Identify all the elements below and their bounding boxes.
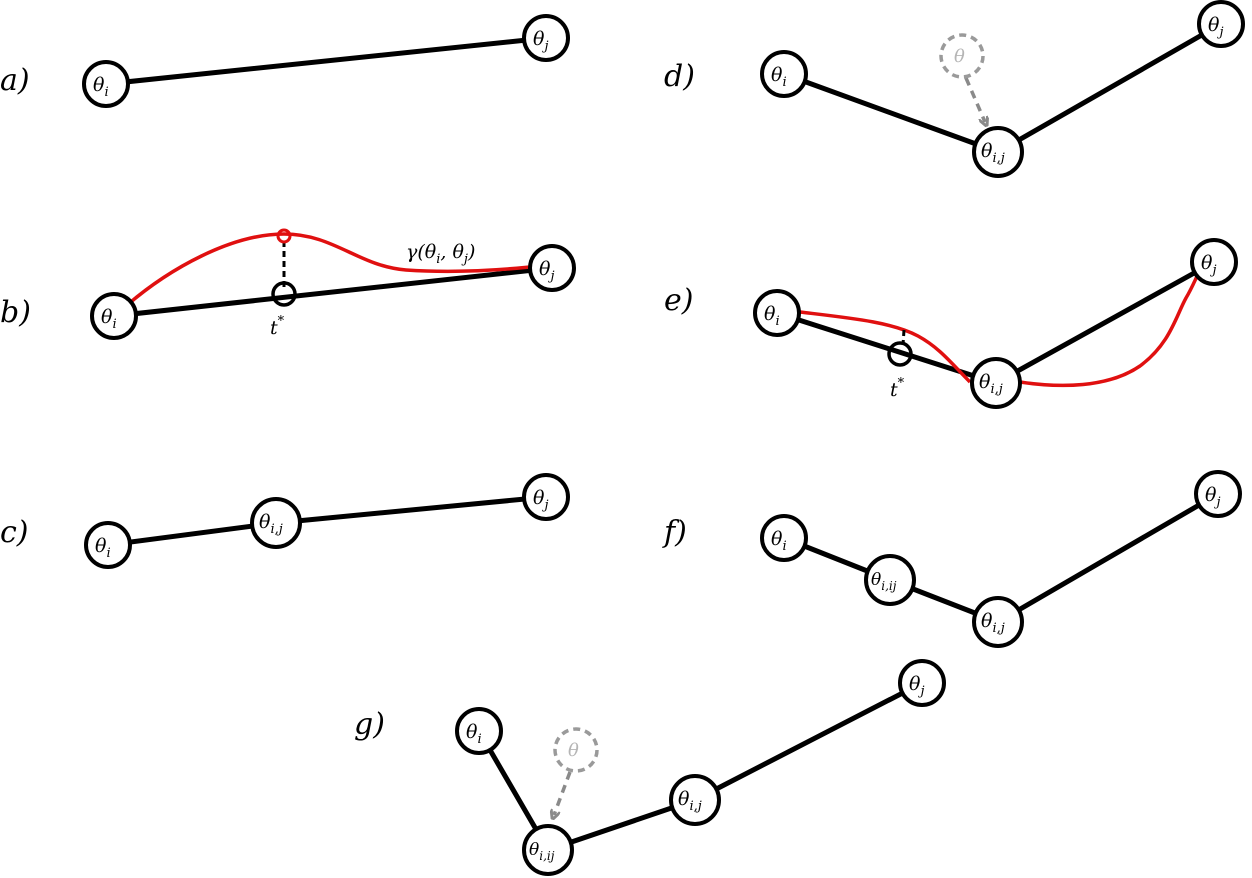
panel-label-b: b) [0,295,31,330]
node-theta-j: θj [1197,0,1245,48]
node-theta-i: θi [760,514,808,562]
move-arrow [554,771,572,815]
edge-theta-i-theta-j [111,265,555,319]
node-theta-i: θi [753,289,801,337]
node-theta-ij: θi,j [970,357,1022,409]
edge-theta-ij-theta-j [692,680,925,803]
panel-label-d: d) [664,59,695,94]
node-theta-ij: θi,j [669,774,721,826]
node-theta-j: θj [522,14,570,62]
svg-text:θ: θ [568,740,579,761]
svg-text:θi: θi [466,721,482,747]
svg-text:θi: θi [771,528,787,554]
node-theta-j: θj [522,473,570,521]
curve-segment-2 [1019,269,1202,388]
panel-c: c) θi θi,j θj [0,473,570,569]
svg-text:θj: θj [539,258,554,284]
node-theta-i: θi [82,60,130,108]
ghost-node-theta: θ [553,727,599,773]
node-theta-ij: θi,j [972,126,1024,178]
svg-text:θi: θi [771,64,787,90]
node-theta-j: θj [528,244,576,292]
move-arrow [964,77,985,122]
curve-segment-1 [799,310,972,384]
svg-text:θi,j: θi,j [259,511,283,537]
svg-text:θ: θ [954,46,965,67]
node-theta-j: θj [1190,238,1238,286]
gamma-curve [124,232,531,308]
node-theta-i: θi [90,292,138,340]
svg-text:θi: θi [93,74,109,100]
panel-label-f: f) [662,515,687,550]
svg-text:θj: θj [1205,484,1220,510]
panel-f: f) θi θi,ij θi,j θj [662,470,1242,648]
edge-theta-i-theta-ij [105,520,279,548]
panel-g: g) θ θi θi,ij θi,j θj [354,659,946,876]
svg-text:θi,j: θi,j [678,788,702,814]
panel-d: d) θ θi θi,j θj [664,0,1245,178]
node-theta-iij: θi,ij [522,824,574,876]
panel-a: a) θi θj [0,14,570,108]
t-star-label: t* [890,376,905,401]
edge-theta-ij-theta-j [995,491,1221,625]
svg-text:θi,j: θi,j [981,610,1005,636]
svg-text:θj: θj [533,487,548,513]
svg-text:θi,ij: θi,ij [871,570,897,593]
edge-theta-i-theta-j [103,35,549,87]
t-star-label: t* [270,314,285,339]
panel-label-g: g) [354,707,385,742]
svg-text:θi,ij: θi,ij [529,840,555,863]
node-theta-j: θj [1194,470,1242,518]
t-star-marker [887,341,913,367]
edge-theta-i-theta-ij [781,71,1001,155]
node-theta-ij: θi,j [972,596,1024,648]
svg-text:θj: θj [1208,14,1223,40]
svg-text:θj: θj [1201,252,1216,278]
node-theta-i: θi [455,707,503,755]
node-theta-i: θi [760,50,808,98]
max-point-marker [276,228,292,244]
svg-text:θi,j: θi,j [981,140,1005,166]
gamma-label: γ(θi, θj) [406,241,475,267]
svg-text:θi: θi [95,535,111,561]
node-theta-i: θi [84,521,132,569]
ghost-node-theta: θ [939,33,985,79]
svg-text:θi: θi [101,306,117,332]
node-theta-j: θj [898,659,946,707]
panel-e: e) t* θi θi,j θj [664,238,1238,409]
panel-label-c: c) [0,515,29,550]
edge-theta-ij-theta-j [995,21,1224,155]
svg-text:θj: θj [909,673,924,699]
svg-text:θi,j: θi,j [979,371,1003,397]
node-theta-iij: θi,ij [864,554,916,606]
svg-text:θj: θj [533,28,548,54]
svg-text:θi: θi [764,303,780,329]
panel-label-a: a) [0,63,30,98]
edge-theta-ij-theta-j [273,494,549,526]
panel-label-e: e) [664,283,693,318]
panel-b: b) t* γ(θi, θj) θi θj [0,228,576,340]
edge-theta-ij-theta-j [993,259,1217,386]
node-theta-ij: θi,j [250,497,302,549]
t-star-marker [271,281,297,307]
